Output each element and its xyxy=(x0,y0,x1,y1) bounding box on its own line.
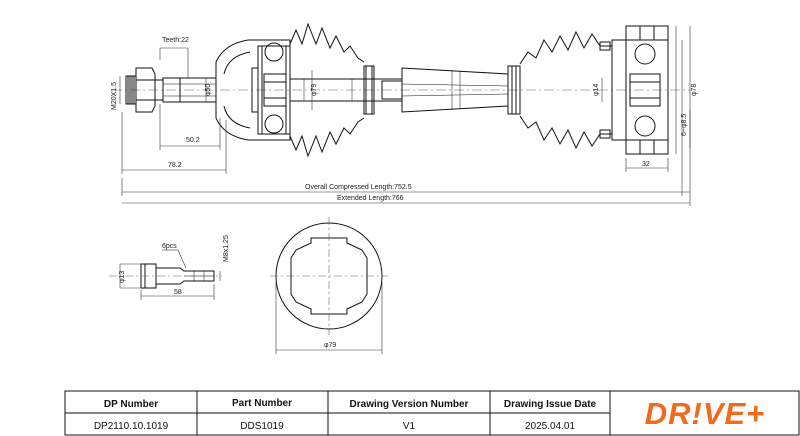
len-50-2-label: 50.2 xyxy=(186,137,200,144)
drive-plus-logo: DR!VE+ xyxy=(645,396,766,431)
inner-boot xyxy=(519,30,612,150)
len-32-label: 32 xyxy=(642,161,650,168)
extended-length-label: Extended Length:766 xyxy=(337,195,404,202)
bolt-dia-label: φ13 xyxy=(119,271,126,283)
outer-boot xyxy=(289,22,375,158)
bolt-holes-label: 6~φ8.5 xyxy=(681,114,688,136)
bolt-dimension-lines xyxy=(119,249,221,300)
dia-79-label: φ79 xyxy=(311,84,318,96)
header-dp-number: DP Number xyxy=(104,399,158,410)
value-dp-number: DP2110.10.1019 xyxy=(94,421,169,432)
value-drawing-version: V1 xyxy=(403,421,416,432)
section-dia-label: φ79 xyxy=(324,342,336,349)
drive-shaft-assembly xyxy=(112,22,690,158)
thread-label: M20X1.5 xyxy=(111,82,118,110)
bolt-thread-label: M8x1.25 xyxy=(223,235,230,262)
bolt-count-label: 6pcs xyxy=(162,243,177,250)
inner-cv-joint xyxy=(611,25,669,155)
title-block xyxy=(64,390,800,436)
value-issue-date: 2025.04.01 xyxy=(525,421,575,432)
len-78-2-label: 78.2 xyxy=(168,162,182,169)
teeth-label: Teeth:22 xyxy=(162,37,189,44)
bolt-length-label: 58 xyxy=(174,289,182,296)
bolt-detail xyxy=(109,263,222,289)
section-dimension-lines xyxy=(275,282,383,354)
dia-14-label: φ14 xyxy=(593,84,600,96)
inner-boot-clamp xyxy=(507,65,521,115)
value-part-number: DDS1019 xyxy=(240,421,284,432)
dia-78-label: φ78 xyxy=(691,84,698,96)
outer-cv-joint xyxy=(215,39,291,141)
overall-compressed-length-label: Overall Compressed Length:752.5 xyxy=(305,184,412,191)
header-drawing-version: Drawing Version Number xyxy=(350,399,469,410)
spline-section-view xyxy=(270,217,388,335)
header-issue-date: Drawing Issue Date xyxy=(504,399,597,410)
dia-50-label: φ50 xyxy=(205,84,212,96)
dimension-lines xyxy=(119,26,691,206)
header-part-number: Part Number xyxy=(232,398,292,409)
